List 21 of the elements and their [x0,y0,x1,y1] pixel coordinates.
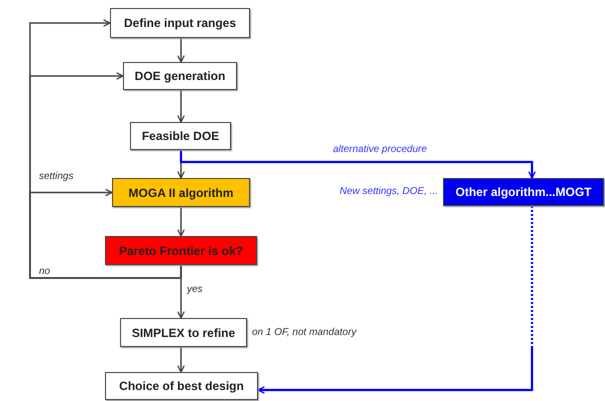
arrow [177,38,185,63]
process-box: Other algorithm...MOGT [443,178,604,206]
process-box: MOGA II algorithm [112,178,250,207]
arrow [180,150,536,179]
edge-label: no [38,266,52,277]
arrow [177,207,185,237]
process-box: SIMPLEX to refine [120,318,247,347]
edge-label: alternative procedure [332,144,428,155]
edge-label: settings [38,171,74,182]
node-note: New settings, DOE, ... [338,186,439,197]
arrow [177,347,185,373]
arrow [257,206,534,394]
process-box: Define input ranges [110,8,250,38]
arrow [177,90,185,123]
process-box: Choice of best design [105,372,258,400]
decision-box: Pareto Frontier is ok? [105,236,257,265]
node-note: on 1 OF, not mandatory [251,327,358,338]
edge-label: yes [186,284,204,295]
arrow [29,188,182,279]
process-box: DOE generation [123,62,237,90]
process-box: Feasible DOE [130,122,231,150]
